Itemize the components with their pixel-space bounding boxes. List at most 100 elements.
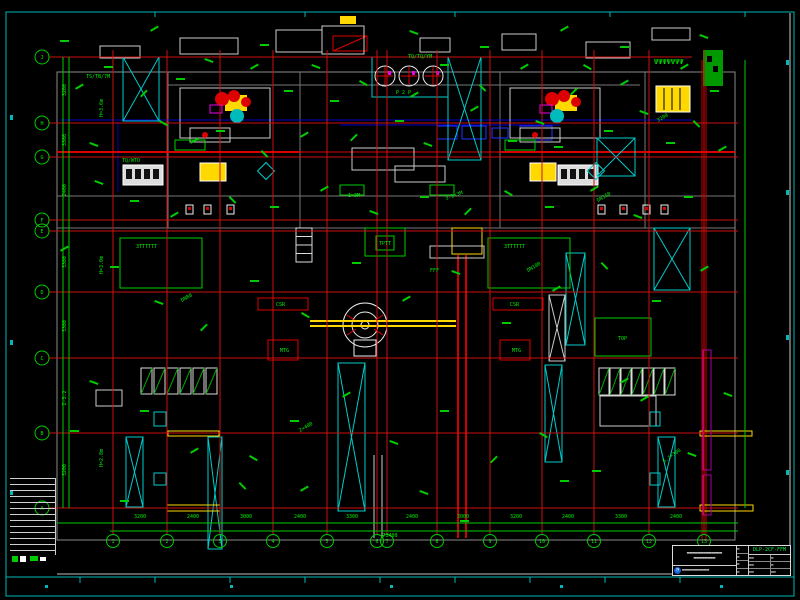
dim-text: 3300 — [62, 256, 68, 268]
grid-bubble-label: F — [40, 218, 43, 224]
annotation-mark — [478, 83, 487, 92]
cad-rect — [649, 411, 661, 427]
cad-rect — [99, 45, 141, 59]
annotation-mark — [250, 280, 259, 282]
cad-rect — [419, 37, 451, 53]
grid-bubble-label: 13 — [701, 539, 707, 545]
dim-text: H=3.0m — [99, 256, 105, 274]
scale-block — [20, 556, 26, 562]
cad-rect — [509, 87, 601, 139]
annotation-mark — [652, 300, 661, 302]
diamond-symbol — [586, 161, 606, 181]
annotation-mark — [359, 80, 368, 87]
annotation-mark — [60, 40, 69, 42]
annotation-text: 3-1×3M — [445, 190, 464, 202]
annotation-mark — [440, 410, 449, 412]
annotation-mark — [311, 64, 321, 69]
grid-bubble-label: D — [40, 290, 43, 296]
title-block-fields: ▬ ▬ ▬ ▬ — [737, 546, 749, 575]
grid-bubble — [320, 534, 334, 548]
cad-circle — [230, 109, 244, 123]
cad-rect — [492, 297, 544, 311]
annotation-text: 1×3M — [348, 193, 360, 199]
cad-line — [598, 367, 610, 396]
grid-bubble — [34, 425, 50, 441]
cad-line — [657, 436, 676, 508]
meta-cell: ▬▬ — [771, 569, 776, 574]
field-row: ▬ — [737, 554, 748, 561]
dim-text: 3200 — [134, 514, 146, 520]
grid-bubble-label: 1 — [111, 539, 114, 545]
annotation-mark — [440, 64, 449, 66]
panel-cell — [653, 367, 665, 396]
scale-block — [12, 556, 18, 562]
title-block-left: ▬▬▬▬▬▬▬▬▬▬▬▬▬ ▬▬▬▬▬▬▬▬ ◔ ▬▬▬▬▬▬▬▬▬▬ — [673, 546, 737, 575]
annotation-text: CSR — [276, 302, 286, 308]
annotation-mark — [592, 470, 601, 472]
annotation-text: 3TTTTTT — [136, 244, 157, 250]
cad-rect — [153, 169, 159, 179]
dim-text: 2400 — [187, 514, 199, 520]
panel-cell — [140, 367, 153, 395]
annotation-mark — [169, 211, 179, 218]
annotation-mark — [200, 323, 208, 332]
grid-bubble — [587, 534, 601, 548]
grid-bubble-label: 7 — [385, 539, 388, 545]
cad-rect — [153, 411, 167, 427]
annotation-text: TQ/WTO — [122, 158, 140, 164]
cad-rect — [10, 340, 13, 345]
grid-bubble-label: H — [40, 121, 43, 127]
cad-rect — [451, 227, 483, 255]
annotation-mark — [130, 200, 139, 202]
annotation-mark — [464, 207, 472, 216]
annotation-mark — [718, 145, 727, 152]
cad-rect — [230, 585, 233, 588]
annotation-mark — [604, 130, 613, 132]
annotation-mark — [409, 30, 419, 35]
hatched-xbox — [544, 364, 563, 463]
annotation-mark — [342, 391, 351, 398]
annotation-text: TOP — [618, 336, 627, 342]
cad-rect — [655, 85, 691, 113]
cad-rect — [339, 184, 365, 196]
annotation-mark — [320, 185, 329, 192]
cad-rect — [594, 317, 652, 357]
grid-bubble — [535, 534, 549, 548]
annotation-mark — [460, 520, 469, 522]
annotation-mark — [402, 295, 411, 302]
cad-line — [179, 367, 192, 395]
dim-text: 3300 — [62, 320, 68, 332]
hatched-xbox — [337, 362, 366, 512]
cad-rect — [375, 235, 395, 251]
dim-text: 3200 — [510, 514, 522, 520]
annotation-mark — [150, 25, 159, 32]
cad-rect — [529, 162, 557, 182]
annotation-mark — [539, 432, 548, 439]
annotation-mark — [502, 322, 511, 324]
annotation-mark — [154, 300, 164, 305]
cad-circle — [374, 65, 396, 87]
annotation-text: DN150 — [596, 191, 612, 204]
grid-bubble — [642, 534, 656, 548]
annotation-mark — [395, 120, 404, 122]
cad-rect — [45, 585, 48, 588]
annotation-mark — [590, 185, 599, 192]
annotation-mark — [570, 87, 578, 96]
cad-rect — [599, 395, 657, 427]
hatched-xbox — [653, 227, 691, 291]
scale-block — [40, 557, 46, 561]
cad-line — [631, 367, 643, 396]
cert-text: ▬▬▬▬▬▬▬▬▬▬ — [682, 568, 710, 573]
annotation-text: TQ/TQ/YM — [408, 54, 432, 60]
meta-cell: ▬▬ — [749, 562, 771, 568]
hatched-xbox — [125, 436, 144, 508]
dim-total-text: 73400 — [382, 533, 397, 539]
company-logo-icon: ◔ — [674, 567, 681, 574]
grid-bubble — [34, 115, 50, 131]
annotation-mark — [238, 482, 247, 490]
annotation-mark — [301, 312, 310, 319]
cad-rect — [579, 169, 585, 179]
meta-cell: ▬ — [771, 555, 774, 560]
